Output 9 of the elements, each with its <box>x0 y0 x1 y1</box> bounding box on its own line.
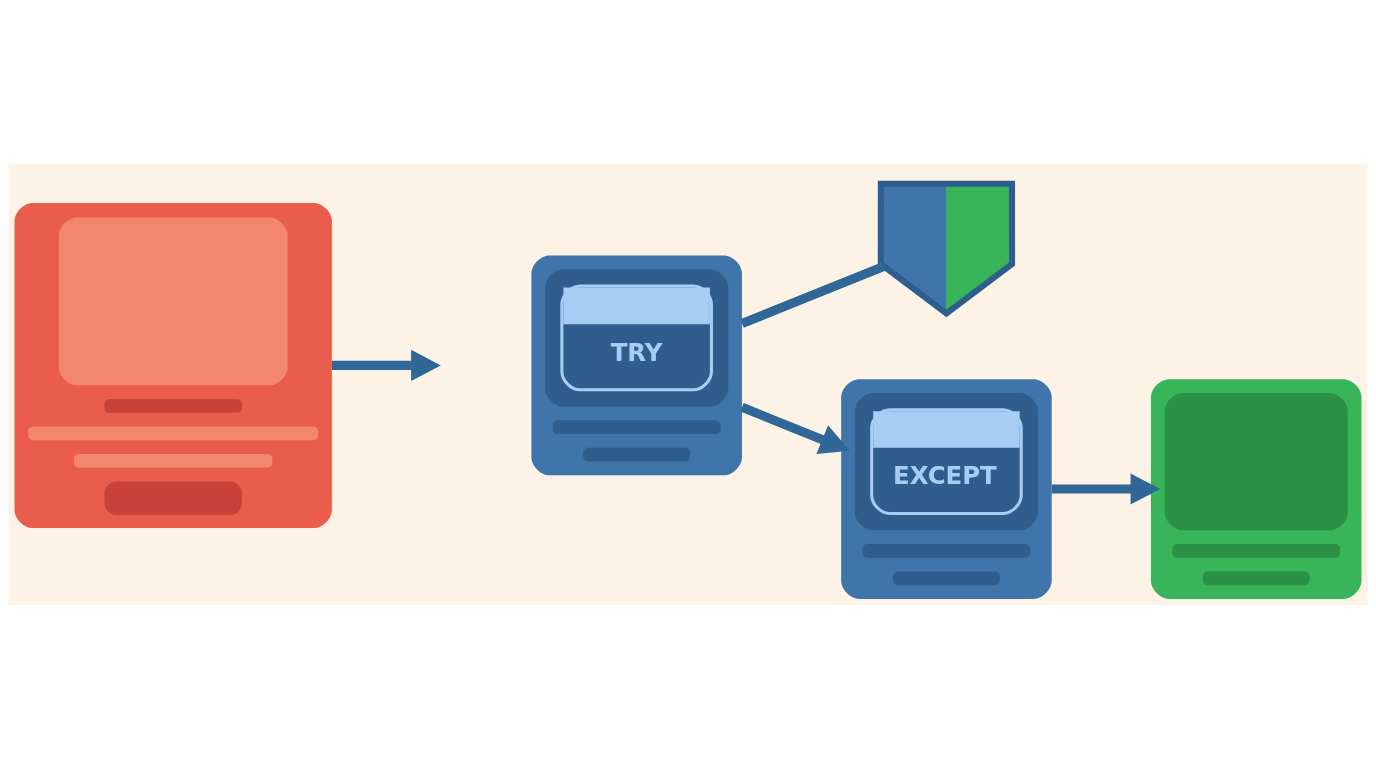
connector <box>740 261 886 328</box>
arrow <box>332 349 441 381</box>
node-box: EXCEPT <box>841 378 1052 599</box>
arrow <box>740 402 850 454</box>
arrow <box>1051 472 1161 505</box>
node-box <box>14 202 332 528</box>
node-box <box>1150 378 1362 599</box>
node-shield <box>877 180 1016 317</box>
node-box: TRY <box>531 255 742 475</box>
